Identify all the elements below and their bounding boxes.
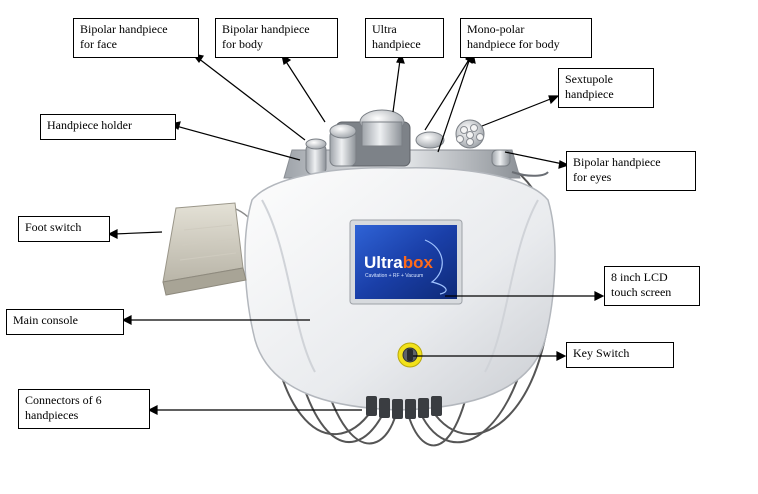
label-sextupole-handpiece: Sextupole handpiece [558, 68, 654, 108]
foot-switch-pedal [162, 202, 247, 296]
label-main-console: Main console [6, 309, 124, 335]
label-monopolar-handpiece-body: Mono-polar handpiece for body [460, 18, 592, 58]
label-handpiece-holder: Handpiece holder [40, 114, 176, 140]
handpieces [305, 109, 549, 177]
handpiece-connectors [366, 396, 442, 419]
screen-logo: Ultrabox [364, 253, 434, 272]
callout-arrows [107, 51, 605, 415]
label-connectors: Connectors of 6 handpieces [18, 389, 150, 429]
label-bipolar-handpiece-body: Bipolar handpiece for body [215, 18, 338, 58]
label-bipolar-handpiece-eyes: Bipolar handpiece for eyes [566, 151, 696, 191]
label-key-switch: Key Switch [566, 342, 674, 368]
label-bipolar-handpiece-face: Bipolar handpiece for face [73, 18, 199, 58]
screen-tagline: Cavitation + RF + Vacuum [365, 273, 423, 279]
label-ultra-handpiece: Ultra handpiece [365, 18, 444, 58]
label-lcd-touch-screen: 8 inch LCD touch screen [604, 266, 700, 306]
lcd-touch-screen: Ultrabox Cavitation + RF + Vacuum [349, 219, 463, 305]
key-switch-dial [397, 342, 423, 368]
label-foot-switch: Foot switch [18, 216, 110, 242]
